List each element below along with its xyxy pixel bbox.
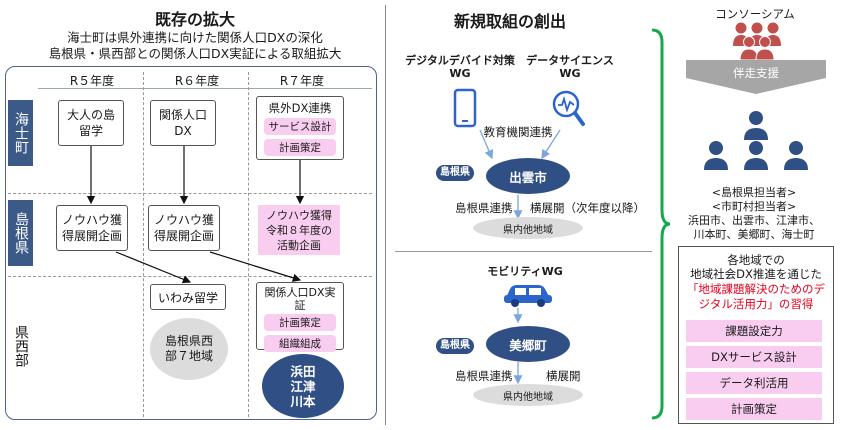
car-icon: [504, 285, 552, 307]
box-r7-knowhow-pink: ノウハウ獲得令和８年度の活動企画: [258, 205, 340, 255]
year-header-r6: R６年度: [174, 74, 220, 88]
circle-hamada-text: 浜田江津川本: [290, 363, 316, 409]
ellipse-other-region-1: 県内他地域: [473, 217, 583, 239]
officers-label-1: <島根県担当者>: [711, 186, 797, 199]
goal-text-4: ジタル活用力」の習得: [698, 297, 814, 311]
skill-planning: 計画策定: [686, 398, 822, 420]
pill-service-design: サービス設計: [264, 118, 336, 135]
ellipse-misato-text: 美郷町: [509, 337, 547, 353]
ellipse-misato: 美郷町: [486, 326, 570, 362]
row-label-shimane-text: 島根県: [13, 212, 29, 254]
wg-mobility: モビリティWG: [487, 265, 563, 278]
arrow-search-to-city: [541, 129, 561, 160]
skill-dx-service-design: DXサービス設計: [686, 346, 822, 368]
skill-data-utilization: データ利活用: [686, 372, 822, 394]
pill-organization: 組織組成: [264, 335, 336, 352]
year-header-r5: R５年度: [69, 74, 115, 88]
goal-box: [678, 246, 834, 424]
left-subtitle-2: 島根県・県西部との関係人口DX実証による取組拡大: [48, 46, 342, 61]
support-arrow-icon: [686, 60, 826, 94]
grid-line-vertical-2: [248, 72, 249, 417]
pill-plan-r7-ama: 計画策定: [264, 139, 336, 156]
box-r7-kengai-dx: 県外DX連携 サービス設計 計画策定: [256, 96, 344, 160]
row-label-shimane: 島根県: [8, 200, 33, 266]
box-r6-knowhow: ノウハウ獲得展開企画: [148, 205, 220, 251]
box-r7-kankei-dx-jissho: 関係人口DX実証 計画策定 組織組成: [256, 282, 344, 352]
edu-link-label: 教育機関連携: [483, 125, 553, 139]
box-r7-kankei-dx-jissho-title: 関係人口DX実証: [264, 286, 336, 312]
pref-link-2: 島根県連携: [455, 369, 513, 383]
officers-people-icon: [704, 111, 808, 170]
green-brace: [651, 28, 671, 420]
badge-shimane-2: 島根県: [436, 338, 474, 354]
pref-link-1: 島根県連携: [455, 201, 513, 215]
goal-text-2: 地域社会DX推進を通じた: [690, 267, 822, 281]
year-header-r7: R７年度: [279, 74, 325, 88]
left-arrows: [86, 146, 305, 284]
officers-label-2: <市町村担当者>: [711, 200, 797, 213]
goal-text-1: 各地域での: [727, 253, 785, 267]
box-r5-shima-ryugaku: 大人の島留学: [58, 100, 124, 146]
box-r5-knowhow-text: ノウハウ獲得展開企画: [61, 213, 122, 243]
consortium-label: コンソーシアム: [715, 7, 795, 21]
arrow-r6-to-jissho: [209, 251, 302, 282]
row-label-amacho: 海士町: [8, 100, 33, 166]
ellipse-other-region-1-text: 県内他地域: [503, 224, 553, 236]
cities-label-1: 浜田市、出雲市、江津市、: [688, 214, 820, 227]
middle-top-arrows: [479, 129, 561, 385]
ellipse-izumo: 出雲市: [486, 158, 570, 194]
left-subtitle-1: 海士町は県外連携に向けた関係人口DXの深化: [67, 30, 323, 45]
expand-2: 横展開: [546, 369, 581, 383]
data-search-icon: [552, 90, 585, 126]
arrow-phone-to-city: [479, 129, 494, 160]
circle-shimane-west-7-text: 島根県西部７地域: [164, 334, 213, 363]
cities-label-2: 川本町、美郷町、海士町: [693, 228, 815, 241]
circle-shimane-west-7: 島根県西部７地域: [150, 318, 228, 380]
row-label-west: 県西部: [8, 316, 33, 376]
row-label-amacho-text: 海士町: [13, 112, 29, 154]
badge-shimane-1: 島根県: [436, 165, 474, 181]
skill-issue-setting: 課題設定力: [686, 320, 822, 342]
box-r5-knowhow: ノウハウ獲得展開企画: [56, 205, 128, 251]
box-r7-knowhow-text: ノウハウ獲得令和８年度の活動企画: [266, 208, 332, 252]
wg-digital-divide-text: デジタルデバイド対策WG: [405, 54, 515, 80]
box-r6-iwami-text: いわみ留学: [157, 290, 218, 305]
row-label-west-text: 県西部: [13, 325, 29, 367]
left-panel-frame: [5, 66, 377, 420]
box-r6-knowhow-text: ノウハウ獲得展開企画: [153, 213, 214, 243]
box-r7-kengai-dx-title: 県外DX連携: [268, 101, 332, 115]
grid-line-horizontal-1: [8, 193, 372, 194]
wg-data-science-text: データサイエンスWG: [526, 54, 614, 80]
expand-1: 横展開（次年度以降）: [530, 201, 645, 215]
wg-data-science: データサイエンスWG: [520, 54, 620, 80]
consortium-group-icon: [733, 22, 781, 60]
smartphone-icon: [453, 88, 477, 128]
pill-plan-r7-west: 計画策定: [264, 314, 336, 331]
middle-title: 新規取組の創出: [453, 12, 566, 31]
ellipse-other-region-2: 県内他地域: [473, 384, 583, 406]
wg-digital-divide: デジタルデバイド対策WG: [400, 54, 520, 80]
left-title: 既存の拡大: [154, 10, 235, 29]
box-r5-shima-ryugaku-text: 大人の島留学: [66, 108, 115, 138]
box-r6-kankei-dx-text: 関係人口DX: [159, 108, 208, 138]
vertical-divider: [385, 5, 386, 425]
support-label: 伴走支援: [733, 66, 779, 80]
middle-horizontal-divider: [395, 251, 652, 252]
grid-line-vertical-1: [143, 72, 144, 417]
box-r6-iwami-ryugaku: いわみ留学: [150, 284, 226, 310]
grid-line-horizontal-top: [38, 88, 372, 89]
arrow-r5-to-iwami: [115, 251, 192, 284]
circle-hamada-gotsu-kawamoto: 浜田江津川本: [262, 354, 344, 418]
box-r6-kankei-dx: 関係人口DX: [150, 100, 216, 146]
ellipse-other-region-2-text: 県内他地域: [503, 391, 553, 403]
ellipse-izumo-text: 出雲市: [509, 169, 547, 185]
goal-text-3: 「地域課題解決のためのデ: [687, 282, 825, 296]
